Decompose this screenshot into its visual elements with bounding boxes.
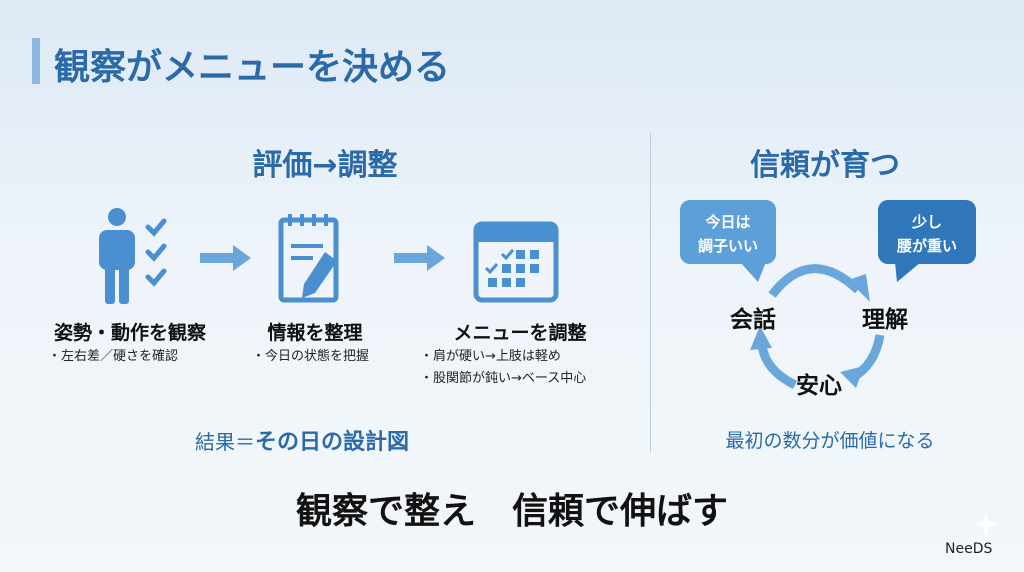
logo: NeeDS (945, 541, 993, 557)
bubble-line: 少し (911, 213, 942, 231)
step-label: 姿勢・動作を観察 (53, 322, 206, 344)
title-accent-bar (32, 38, 40, 84)
calendar-icon (473, 221, 559, 303)
bubble-line: 今日は (705, 213, 751, 231)
divider (650, 132, 651, 452)
bubble-line: 調子いい (697, 237, 758, 255)
sparkle-icon (974, 512, 998, 536)
arrow-right-icon (394, 245, 445, 271)
result-text: 結果＝その日の設計図 (195, 424, 409, 456)
bottom-message: 観察で整え 信頼で伸ばす (295, 491, 728, 532)
result-prefix: 結果＝ (195, 430, 255, 454)
result-emphasis: その日の設計図 (255, 430, 410, 455)
step-label: 情報を整理 (267, 322, 363, 344)
cycle-node-reassurance: 安心 (796, 373, 842, 399)
person-checklist-icon (99, 208, 167, 304)
cycle-node-conversation: 会話 (730, 307, 776, 333)
cycle-node-understanding: 理解 (862, 307, 908, 333)
page-title: 観察がメニューを決める (54, 47, 451, 88)
bubble-line: 腰が重い (896, 237, 957, 255)
right-caption: 最初の数分が価値になる (725, 430, 935, 452)
bubble-tail (895, 262, 921, 282)
cycle-arrows-icon (750, 264, 885, 390)
step-bullet: ・股関節が鈍い→ベース中心 (420, 371, 587, 386)
speech-bubble-left: 今日は調子いい (680, 200, 776, 264)
step-label: メニューを調整 (453, 322, 587, 344)
arrow-right-icon (200, 245, 251, 271)
step-bullet: ・肩が硬い→上肢は軽め (420, 349, 561, 364)
step-bullet: ・左右差／硬さを確認 (48, 349, 179, 364)
speech-bubble-right: 少し腰が重い (878, 200, 976, 264)
bubble-tail (740, 262, 766, 282)
right-heading: 信頼が育つ (750, 148, 900, 183)
left-heading: 評価→調整 (252, 148, 398, 183)
notepad-pencil-icon (278, 214, 339, 303)
step-bullet: ・今日の状態を把握 (252, 349, 370, 364)
